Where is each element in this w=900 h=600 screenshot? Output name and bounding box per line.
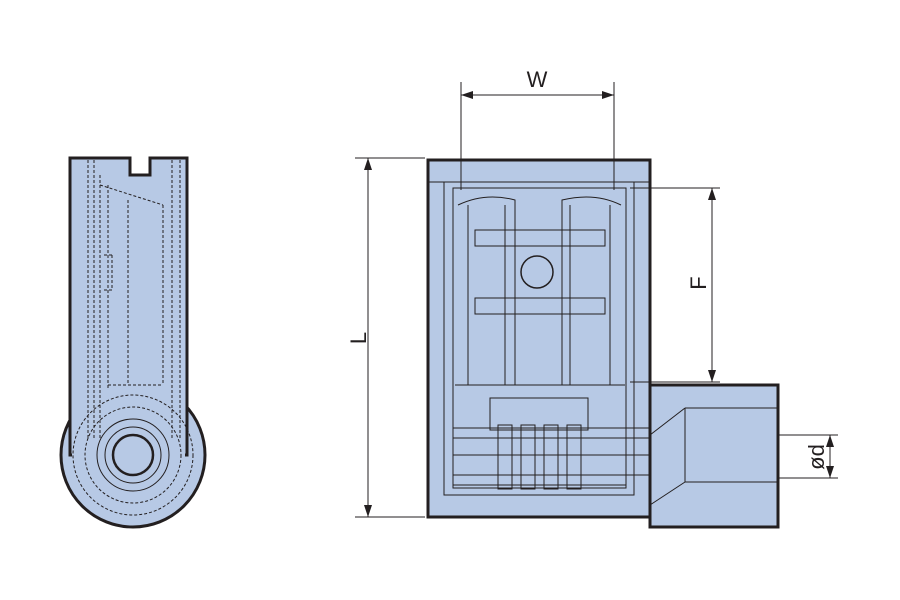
side-concentric-rings <box>72 394 194 516</box>
label-l: L <box>346 332 371 344</box>
side-hidden-lines <box>87 160 181 440</box>
contact-leaves <box>455 196 625 386</box>
crimp-zone <box>452 397 650 490</box>
sleeve-taper <box>649 407 778 506</box>
side-view <box>59 156 207 529</box>
dimension-arrowheads <box>364 91 834 517</box>
inner-frame <box>428 181 650 496</box>
label-w: W <box>527 67 548 92</box>
label-d: ød <box>804 444 829 470</box>
label-f: F <box>686 276 711 289</box>
center-hole <box>520 255 554 289</box>
front-view <box>426 158 780 529</box>
wire-sleeve <box>648 383 780 529</box>
dimensions <box>355 82 838 518</box>
main-housing <box>426 158 652 519</box>
